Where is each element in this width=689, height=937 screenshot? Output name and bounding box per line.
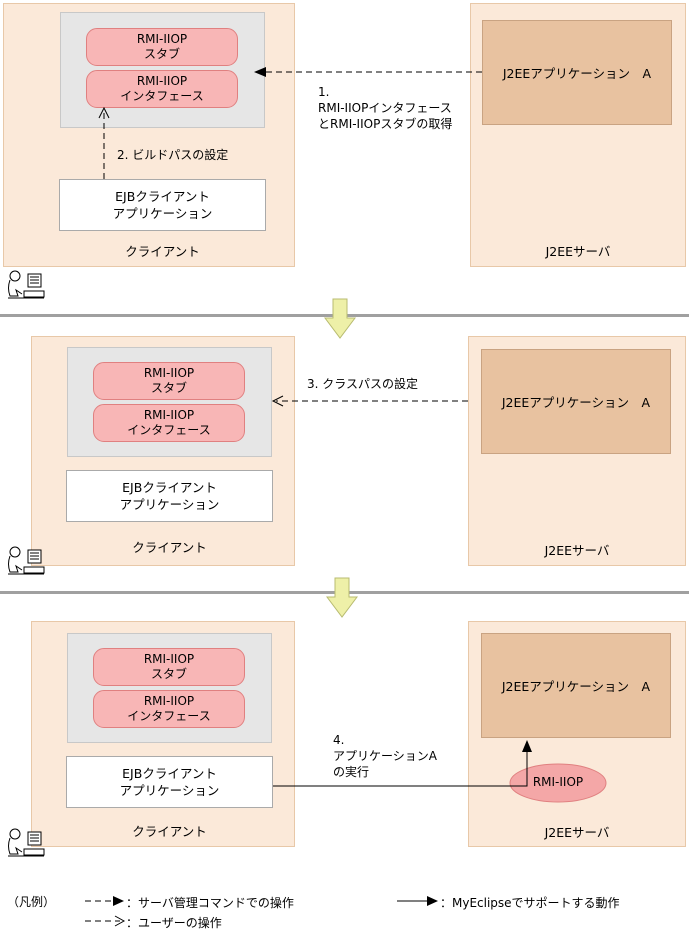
step-1-label: 1. RMI-IIOPインタフェース とRMI-IIOPスタブの取得 [318,84,452,132]
step-2-arrowhead [98,106,110,119]
step-1-text: とRMI-IIOPスタブの取得 [318,117,453,131]
step-4-label: 4. アプリケーションA の実行 [333,732,437,780]
legend-user-op: ：ユーザーの操作 [126,916,222,930]
ejb-text: EJBクライアント [122,480,217,495]
client-label-2: クライアント [132,540,207,555]
ejb-text: アプリケーション [112,206,213,221]
step-4-text: の実行 [333,765,370,779]
step-3-label: 3. クラスパスの設定 [307,377,419,391]
step-4-text: アプリケーションA [333,749,437,763]
step-4-num: 4. [333,733,345,747]
interface-text: インタフェース [127,709,211,723]
ejb-client-app-1: EJBクライアント アプリケーション [59,179,266,231]
rmi-iiop-label: RMI-IIOP [532,775,584,789]
step-4-arrowhead [522,740,532,752]
server-label-3: J2EEサーバ [544,825,610,840]
interface-text: RMI-IIOP [143,408,195,422]
step-3-arrowhead [271,395,284,407]
rmi-iiop-interface-2: RMI-IIOP インタフェース [93,404,245,442]
step-1-num: 1. [318,85,330,99]
server-label-2: J2EEサーバ [544,543,610,558]
ejb-text: アプリケーション [119,783,220,798]
ejb-client-app-2: EJBクライアント アプリケーション [66,470,273,522]
rmi-iiop-interface-3: RMI-IIOP インタフェース [93,690,245,728]
ejb-text: EJBクライアント [122,766,217,781]
stub-text: スタブ [150,667,187,681]
legend-server-cmd: ：サーバ管理コマンドでの操作 [126,896,294,910]
interface-text: インタフェース [120,89,204,103]
step-1-arrowhead [254,67,266,77]
user-computer-icon [8,828,45,857]
stub-text: RMI-IIOP [143,366,195,380]
down-arrow-icon [326,577,358,618]
stub-text: RMI-IIOP [143,652,195,666]
interface-text: インタフェース [127,423,211,437]
client-label-1: クライアント [125,244,200,259]
rmi-iiop-stub-1: RMI-IIOP スタブ [86,28,238,66]
user-computer-icon [8,270,45,299]
interface-text: RMI-IIOP [143,694,195,708]
j2ee-app-3: J2EEアプリケーション A [481,633,671,738]
legend-server-cmd-arrow [85,896,124,906]
j2ee-app-1: J2EEアプリケーション A [482,20,672,125]
rmi-iiop-stub-3: RMI-IIOP スタブ [93,648,245,686]
step-1-text: RMI-IIOPインタフェース [318,101,452,115]
ejb-client-app-3: EJBクライアント アプリケーション [66,756,273,808]
stub-text: スタブ [143,47,180,61]
rmi-iiop-interface-1: RMI-IIOP インタフェース [86,70,238,108]
step-2-label: 2. ビルドパスの設定 [117,148,229,162]
client-label-3: クライアント [132,824,207,839]
user-computer-icon [8,546,45,575]
j2ee-app-2: J2EEアプリケーション A [481,349,671,454]
down-arrow-icon [324,298,356,339]
legend-myeclipse: ：MyEclipseでサポートする動作 [440,896,620,910]
rmi-iiop-stub-2: RMI-IIOP スタブ [93,362,245,400]
legend-myeclipse-arrow [397,896,438,906]
legend-title: （凡例） [7,895,56,909]
ejb-text: アプリケーション [119,497,220,512]
stub-text: RMI-IIOP [136,32,188,46]
ejb-text: EJBクライアント [115,189,210,204]
interface-text: RMI-IIOP [136,74,188,88]
step-4-arrow [273,752,528,787]
legend-user-op-arrow [85,915,126,927]
stub-text: スタブ [150,381,187,395]
server-label-1: J2EEサーバ [545,244,611,259]
rmi-iiop-ellipse [509,763,607,803]
